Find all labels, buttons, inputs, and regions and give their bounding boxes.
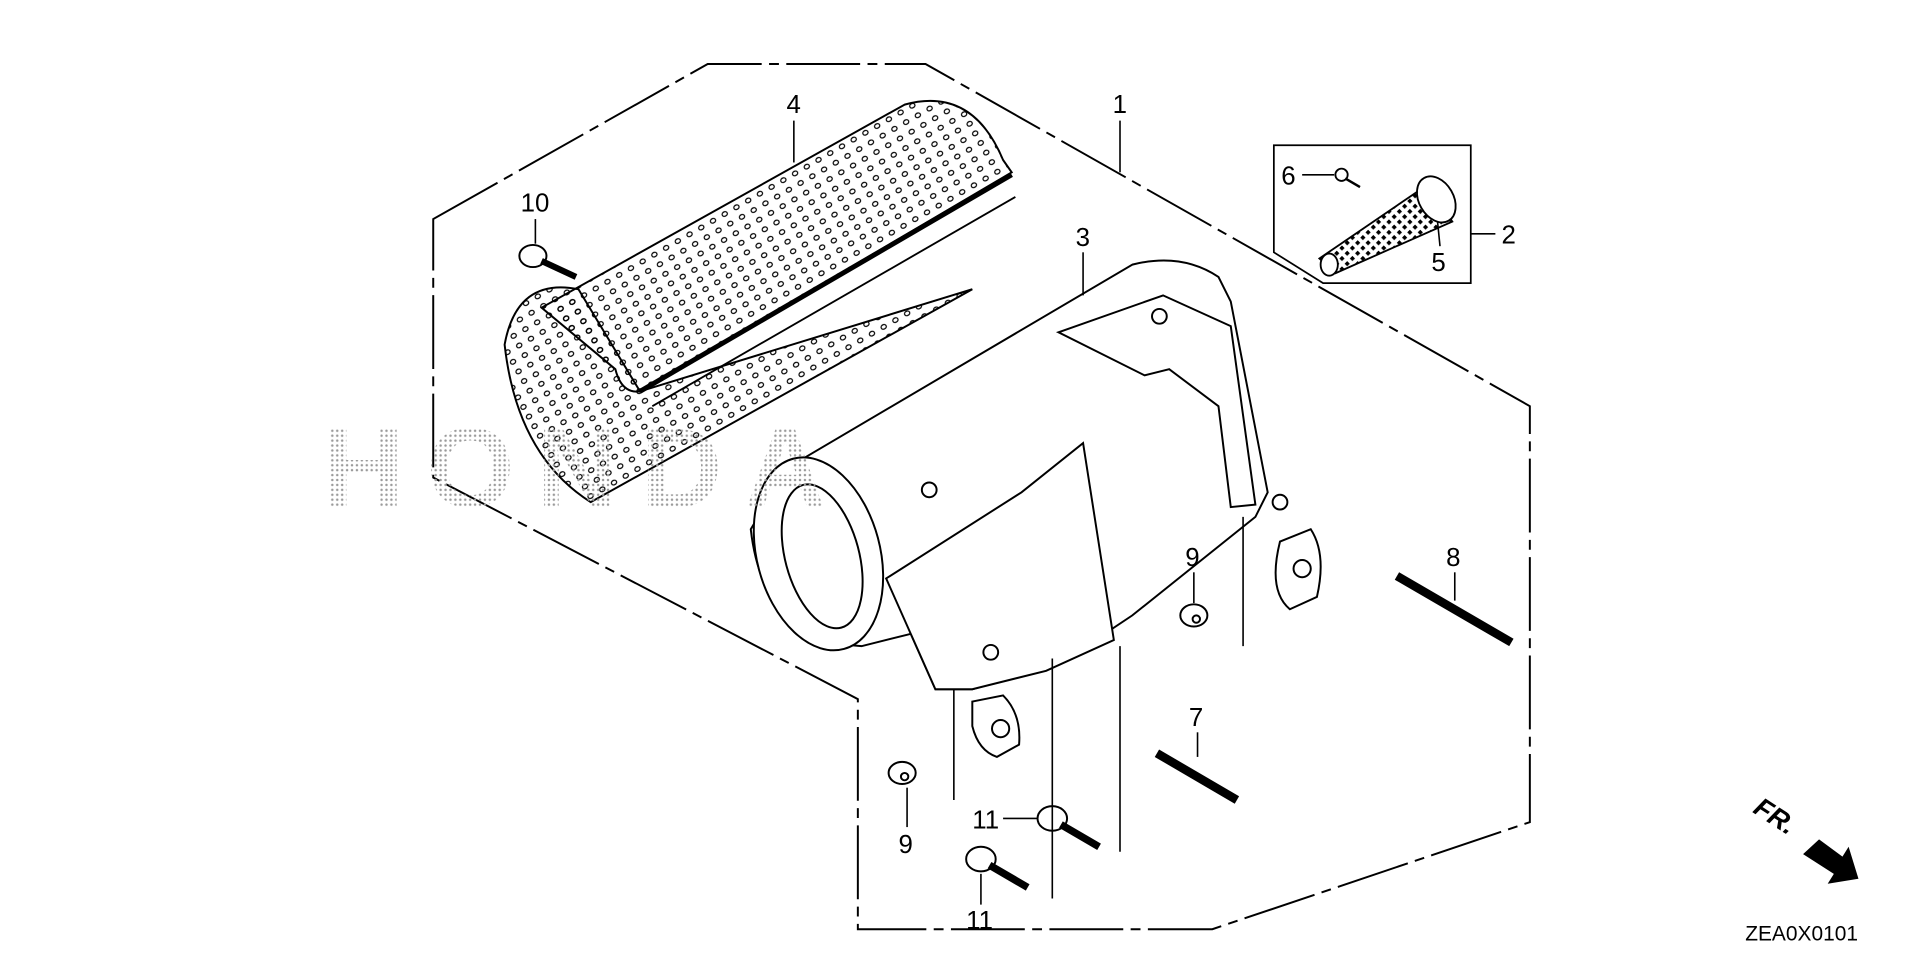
- spark-arrester-part[interactable]: [1317, 169, 1463, 277]
- bolt-11-upper-part[interactable]: [1036, 805, 1101, 850]
- assembly-boundary-2: [1272, 144, 1472, 284]
- callout-7[interactable]: 7: [1189, 704, 1203, 732]
- front-direction-marker: FR.: [1749, 791, 1859, 884]
- callout-10[interactable]: 10: [521, 190, 550, 218]
- callout-9-lower[interactable]: 9: [898, 831, 912, 859]
- callout-9-upper[interactable]: 9: [1185, 544, 1199, 572]
- callout-6[interactable]: 6: [1281, 163, 1295, 191]
- stud-7-part[interactable]: [1154, 749, 1240, 804]
- heat-shield-part[interactable]: [503, 100, 1016, 504]
- screw-6-part[interactable]: [1334, 167, 1361, 189]
- callout-11-lower[interactable]: 11: [966, 907, 993, 935]
- nut-9-lower-part[interactable]: [887, 760, 917, 785]
- front-arrow-icon: [1803, 839, 1859, 884]
- callout-1[interactable]: 1: [1113, 91, 1127, 119]
- leader-lines: [534, 120, 1496, 905]
- callout-8[interactable]: 8: [1446, 544, 1460, 572]
- assembly-boundary-1: [432, 63, 1531, 931]
- honda-watermark: HONDA: [322, 404, 848, 531]
- nut-9-upper-part[interactable]: [1179, 603, 1209, 628]
- bolt-10-part[interactable]: [518, 243, 578, 280]
- callout-4[interactable]: 4: [786, 91, 800, 119]
- front-label: FR.: [1749, 791, 1802, 841]
- diagram-code: ZEA0X0101: [1745, 922, 1858, 945]
- callout-5[interactable]: 5: [1431, 249, 1445, 277]
- callout-2[interactable]: 2: [1502, 222, 1516, 250]
- callouts: 1 2 3 4 5 6 7 8 9 9 10 11 11: [521, 91, 1516, 935]
- callout-3[interactable]: 3: [1076, 224, 1090, 252]
- stud-8-part[interactable]: [1394, 572, 1514, 647]
- bolt-11-lower-part[interactable]: [965, 845, 1030, 891]
- callout-11-upper[interactable]: 11: [972, 806, 999, 834]
- muffler-body-part[interactable]: [734, 259, 1322, 758]
